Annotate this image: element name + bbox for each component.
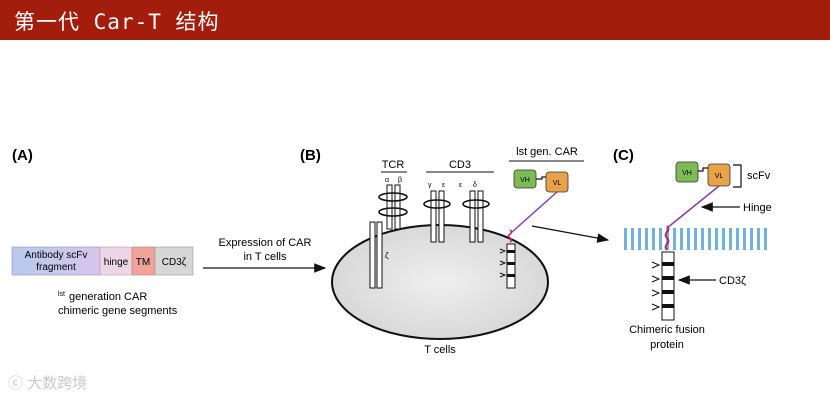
scfv-segment-label-1: Antibody scFv	[25, 250, 88, 261]
car-linker	[536, 176, 546, 180]
fusion-transmembrane	[664, 225, 670, 251]
watermark-text: 大数跨境	[27, 375, 88, 392]
fusion-label-1: Chimeric fusion	[629, 324, 705, 336]
scfv-label: scFv	[747, 170, 771, 182]
watermark: ⓒ 大数跨境	[8, 372, 87, 393]
panel-a: (A) Antibody scFv fragment hinge TM CD3ζ…	[11, 147, 194, 317]
alpha-label: α	[385, 177, 389, 184]
panel-c: (C) VH VL scFv Hinge CD3ζ Chimeric fusio…	[613, 147, 772, 351]
zeta-label: ζ	[385, 251, 389, 260]
caption-line-1: generation CAR	[69, 291, 147, 303]
beta-label: β	[398, 177, 402, 184]
itam-mark	[662, 304, 674, 308]
fusion-vh-domain	[675, 161, 699, 183]
cd3z-segment-label: CD3ζ	[162, 257, 187, 268]
car-vh-label: VH	[520, 177, 530, 184]
car-cd3z-domain	[506, 243, 516, 289]
fusion-label-2: protein	[650, 339, 684, 351]
gamma-label: γ	[428, 182, 432, 189]
scfv-segment	[11, 246, 101, 276]
phosphorylation-marks	[499, 248, 507, 278]
hinge-segment-label: hinge	[104, 257, 129, 268]
fusion-vl-label: VL	[715, 173, 724, 180]
cell-membrane	[620, 228, 770, 250]
itam-mark	[662, 276, 674, 280]
cd3-epsilon-chain	[438, 190, 445, 243]
cd3z-label: CD3ζ	[719, 275, 746, 287]
cd3-delta-chain	[477, 190, 484, 243]
tcr-loop-2	[378, 207, 408, 217]
caption-superscript: lst	[58, 291, 65, 298]
fusion-linker	[698, 167, 708, 172]
itam-mark	[507, 250, 515, 253]
caption-line-2: chimeric gene segments	[58, 305, 178, 317]
zeta-chain-2	[376, 221, 383, 289]
expression-arrow: Expression of CAR in T cells	[203, 237, 327, 273]
fusion-cd3z-domain	[661, 251, 675, 321]
scfv-bracket	[733, 164, 742, 188]
t-cells-label: T cells	[424, 344, 456, 356]
itam-mark	[662, 290, 674, 294]
scfv-segment-label-2: fragment	[36, 262, 76, 273]
itam-mark	[662, 262, 674, 266]
itam-mark	[507, 262, 515, 265]
cd3-label: CD3	[449, 159, 471, 171]
itam-mark	[507, 274, 515, 277]
tcr-label: TCR	[382, 159, 405, 171]
car-vl-label: VL	[553, 180, 562, 187]
panel-b: (B) T cells TCR α β CD3 γ ε ε δ ζ lst ge…	[300, 146, 584, 356]
fusion-vh-label: VH	[682, 170, 692, 177]
car-hinge	[511, 191, 558, 233]
cd3-epsilon-chain-2	[469, 190, 476, 243]
tcr-loop-1	[378, 192, 408, 202]
car-transmembrane	[507, 229, 513, 243]
expression-label-1: Expression of CAR	[219, 237, 312, 249]
zoom-arrow	[531, 225, 610, 243]
hinge-label: Hinge	[743, 202, 772, 214]
cd3-gamma-chain	[430, 190, 437, 243]
tm-segment-label: TM	[136, 257, 150, 268]
cd3-loop-2	[462, 199, 490, 209]
epsilon-label-1: ε	[442, 182, 445, 189]
panel-b-label: (B)	[300, 147, 321, 164]
fusion-hinge	[666, 185, 720, 229]
fusion-phosphorylation-marks	[651, 261, 661, 311]
epsilon-label-2: ε	[459, 182, 462, 189]
header-bar: 第一代 Car-T 结构	[0, 0, 830, 40]
page-title: 第一代 Car-T 结构	[14, 10, 220, 34]
logo-icon: ⓒ	[8, 375, 24, 392]
panel-c-label: (C)	[613, 147, 634, 164]
cd3-loop-1	[423, 199, 451, 209]
cd3z-segment	[154, 246, 194, 276]
delta-label: δ	[473, 182, 477, 189]
tcr-alpha-chain	[386, 184, 393, 230]
panel-a-label: (A)	[12, 147, 33, 164]
car-title: lst gen. CAR	[516, 146, 578, 158]
zeta-chain-1	[369, 221, 376, 289]
tcr-beta-chain	[394, 184, 401, 230]
expression-label-2: in T cells	[243, 251, 287, 263]
